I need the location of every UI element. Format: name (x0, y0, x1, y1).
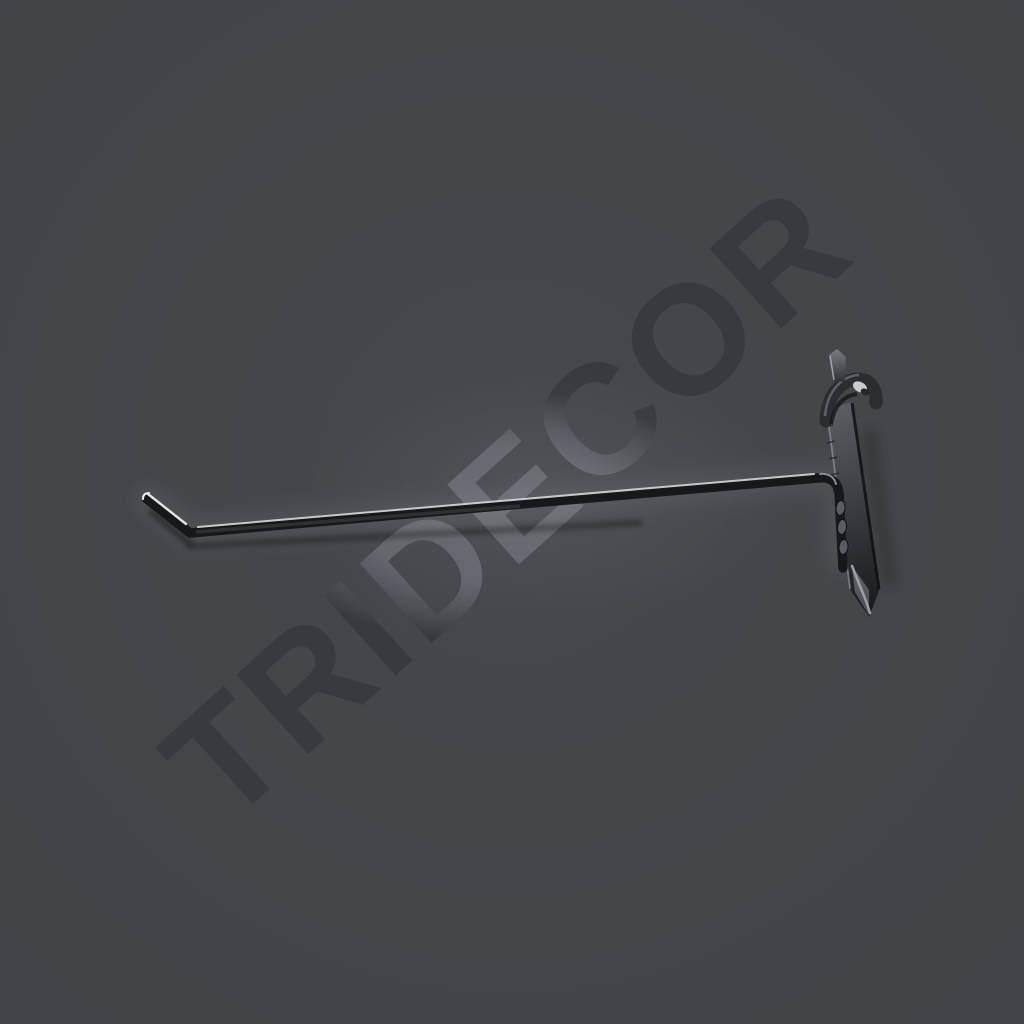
wire-shaft-highlight (197, 473, 815, 528)
wire-cap-glint (142, 492, 150, 500)
bracket-elbow-highlight (823, 373, 860, 417)
bracket-shadow (863, 429, 896, 586)
bracket-elbow (819, 372, 883, 428)
wire-tip-highlight (146, 492, 188, 526)
bracket-plate (826, 402, 880, 617)
wire-chain-links (835, 500, 849, 555)
bracket-clip-shadow (860, 388, 870, 396)
bracket-tab-edge-highlight (829, 355, 835, 381)
bracket-right-edge (850, 402, 881, 590)
bracket-tip-highlight (850, 564, 872, 615)
wire-halo (132, 462, 858, 575)
bracket-elbow-shade (829, 392, 858, 425)
wire-corner-highlight (819, 472, 837, 485)
wire-shadow-left (149, 509, 193, 547)
hook-wire (142, 472, 849, 573)
mounting-bracket (819, 349, 896, 617)
wire-body (142, 473, 848, 573)
wire-midtone (195, 504, 521, 534)
wire-shadow (187, 520, 643, 549)
